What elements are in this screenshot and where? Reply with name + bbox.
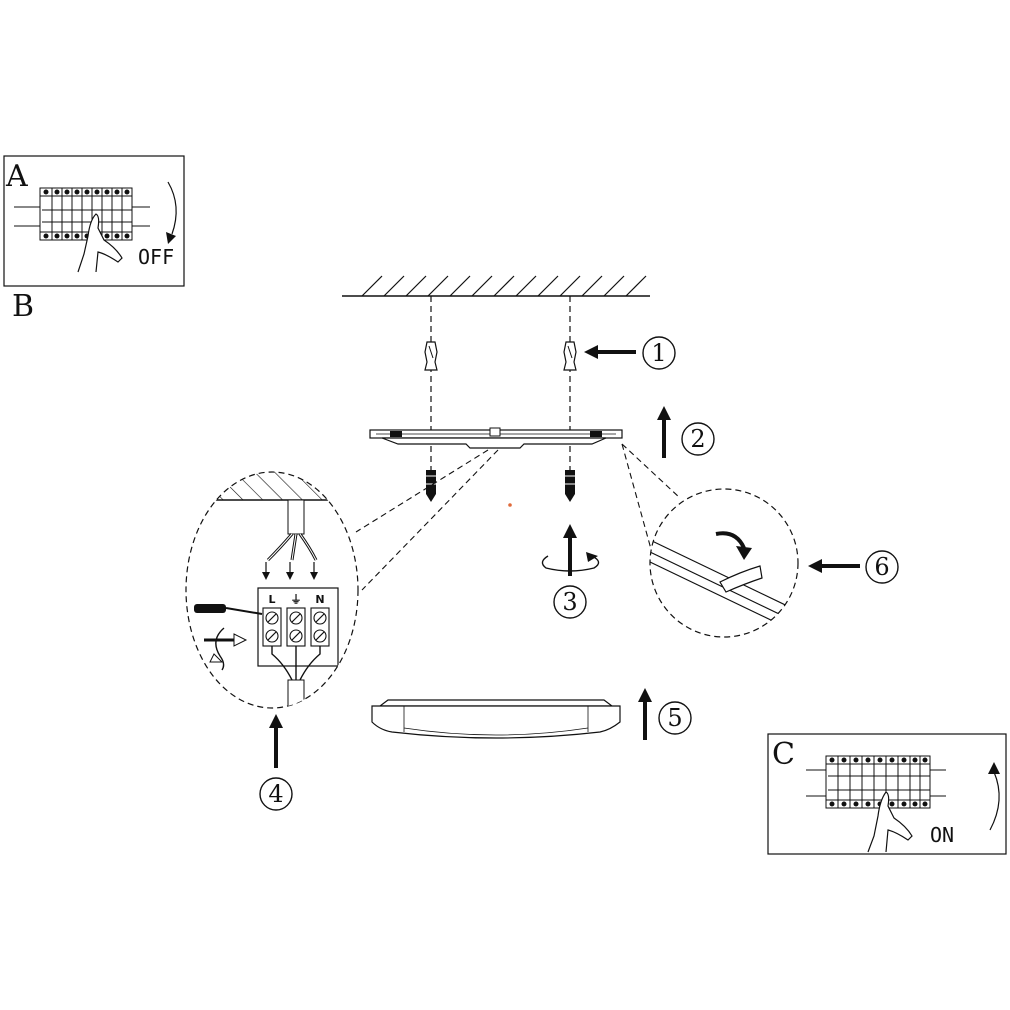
step-3-callout: 3	[541, 524, 600, 619]
step-6-callout: 6	[808, 550, 899, 584]
clip-press-arrow-icon	[715, 531, 746, 549]
rotate-up-arrow-icon	[989, 771, 1000, 831]
hand-icon	[867, 791, 913, 853]
screw-right	[565, 470, 575, 502]
step-4-number: 4	[268, 780, 283, 808]
lamp-shade	[371, 699, 621, 739]
wall-plug-right	[563, 341, 577, 371]
wall-plug-left	[424, 341, 438, 371]
step-5-callout: 5	[638, 688, 692, 740]
lamp-cable	[287, 679, 305, 708]
panel-c-state: ON	[930, 823, 954, 847]
panel-a-state: OFF	[138, 245, 174, 269]
wiring-detail: L ⏚ N	[185, 471, 359, 709]
terminal-block: L ⏚ N	[257, 587, 339, 681]
tighten-arrow-icon	[204, 627, 248, 671]
rotate-down-arrow-icon	[167, 181, 177, 235]
step-3-number: 3	[562, 588, 577, 616]
screw-left	[426, 470, 436, 502]
panel-c-switch-on: C	[767, 733, 1007, 855]
panel-a-letter: A	[5, 159, 28, 194]
terminal-l-label: L	[268, 593, 275, 606]
wall-plugs	[424, 341, 577, 371]
terminal-n-label: N	[315, 593, 324, 606]
rotate-icon	[541, 555, 600, 572]
screws	[426, 470, 575, 502]
step-2-callout: 2	[657, 406, 715, 458]
panel-b-letter: B	[12, 289, 34, 324]
detail-leaders	[355, 443, 681, 591]
screwdriver-icon	[194, 604, 263, 615]
clip-detail	[649, 488, 799, 638]
panel-c-letter: C	[772, 737, 795, 772]
step-6-number: 6	[874, 553, 889, 581]
step-1-callout: 1	[584, 336, 676, 370]
ceiling	[342, 275, 650, 297]
breaker-row-c	[806, 755, 946, 809]
cable	[287, 499, 305, 535]
mounting-plate	[369, 427, 623, 449]
step-2-number: 2	[690, 425, 705, 453]
accent-dot	[508, 503, 512, 507]
hand-icon	[77, 213, 123, 273]
panel-a-switch-off: A	[3, 155, 185, 287]
ceiling-hatch	[186, 472, 358, 500]
clip-tab	[719, 565, 763, 593]
step-1-number: 1	[651, 339, 666, 367]
breaker-row-a	[14, 187, 150, 241]
step-4-callout: 4	[259, 714, 293, 811]
step-5-number: 5	[667, 704, 682, 732]
terminal-earth-label: ⏚	[291, 593, 302, 606]
